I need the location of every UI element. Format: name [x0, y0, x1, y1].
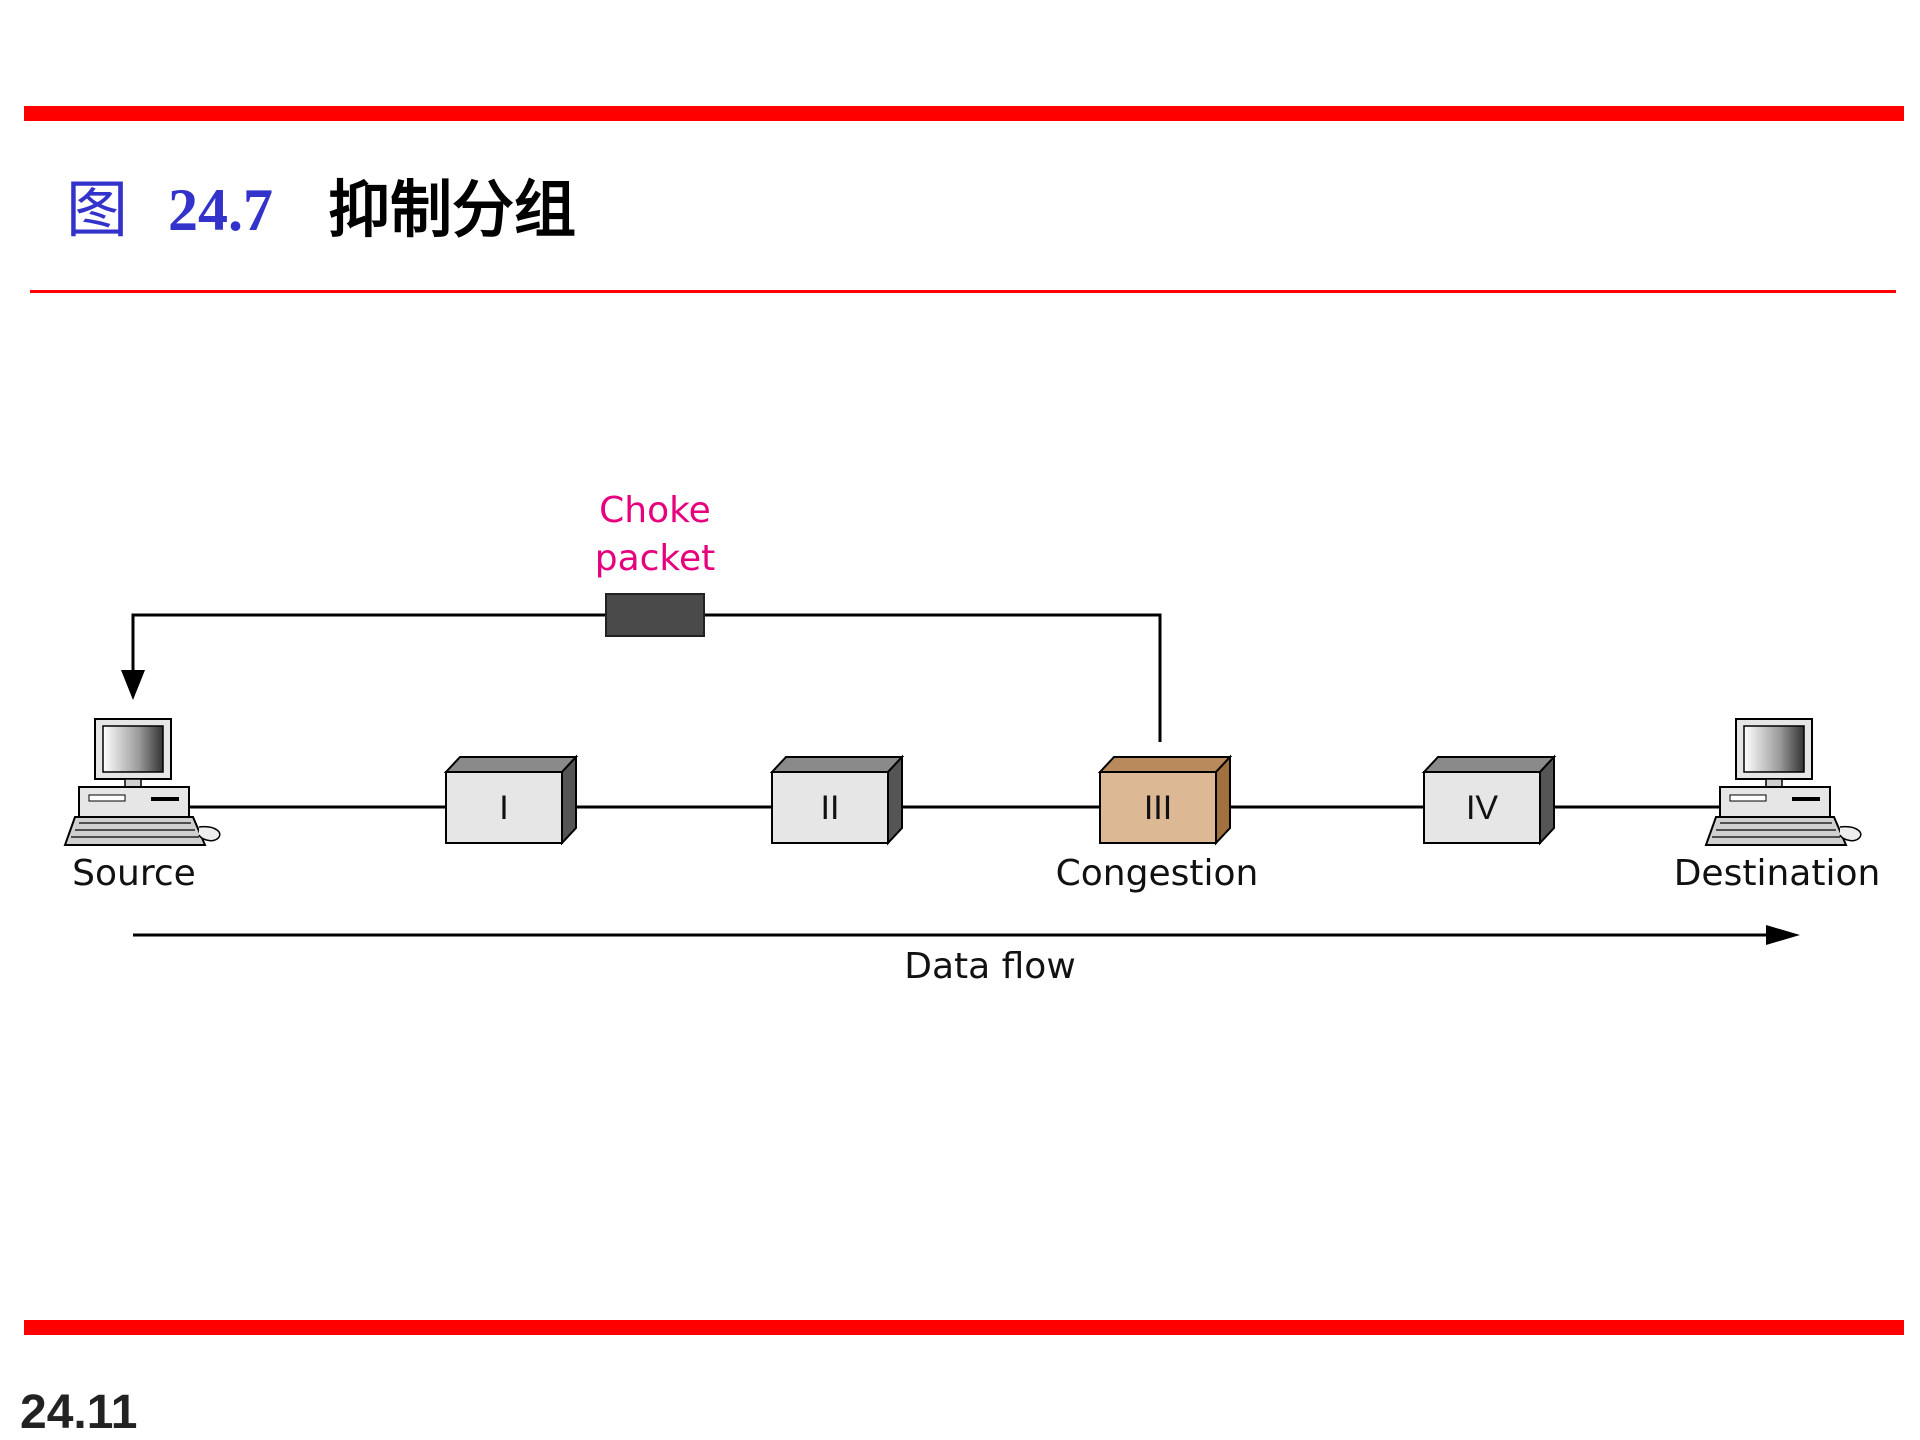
- router-label-4: IV: [1466, 789, 1498, 827]
- choke-label-line2: packet: [595, 538, 716, 579]
- router-box-icon: [769, 754, 905, 846]
- bottom-red-rule: [24, 1320, 1904, 1335]
- page-number: 24.11: [20, 1386, 138, 1439]
- figure-title: 抑制分组: [328, 173, 577, 246]
- choke-packet-icon: [605, 593, 705, 637]
- arrow-head-icon: [121, 670, 145, 700]
- computer-icon: [1704, 718, 1862, 846]
- data-flow-label: Data flow: [904, 946, 1076, 987]
- congestion-label: Congestion: [1056, 853, 1259, 894]
- arrow-head-icon: [1766, 925, 1800, 945]
- router-box-icon: [1097, 754, 1233, 846]
- router-label-2: II: [821, 789, 840, 827]
- figure-number: 24.7: [168, 177, 273, 243]
- source-label: Source: [72, 853, 196, 894]
- figure-prefix: 图: [66, 173, 129, 246]
- title-red-rule: [30, 290, 1896, 293]
- router-box-icon: [443, 754, 579, 846]
- router-label-3: III: [1144, 789, 1172, 827]
- router-box-icon: [1421, 754, 1557, 846]
- destination-label: Destination: [1674, 853, 1881, 894]
- router-label-1: I: [499, 789, 508, 827]
- top-red-rule: [24, 106, 1904, 121]
- choke-label-line1: Choke: [599, 490, 711, 531]
- computer-icon: [63, 718, 221, 846]
